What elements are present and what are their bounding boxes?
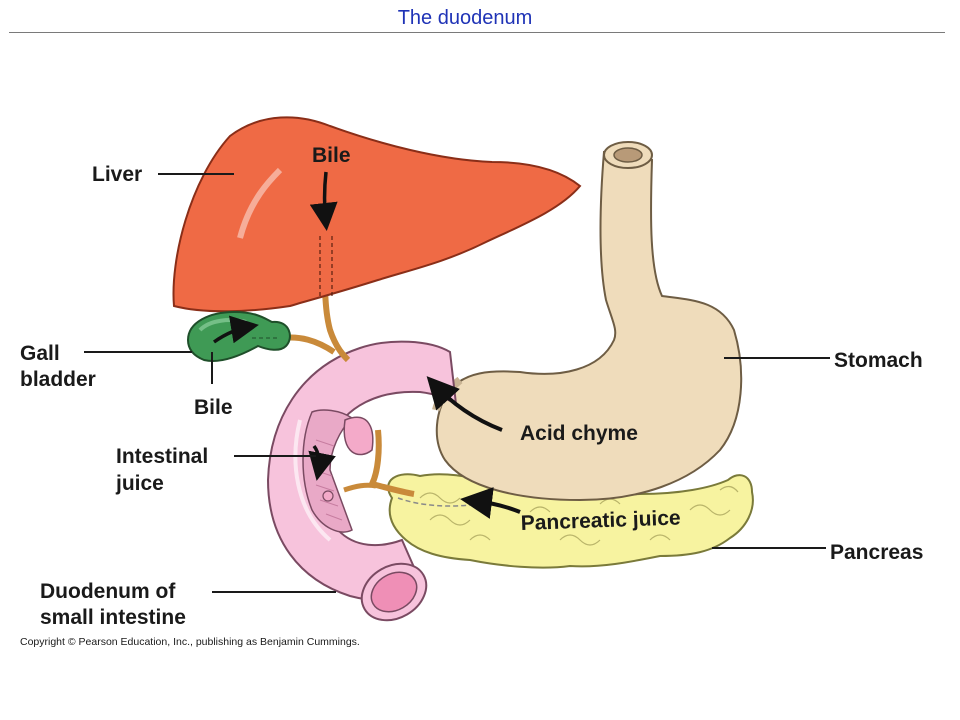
label-duodenum-line1: Duodenum of <box>40 580 176 603</box>
label-duodenum-line2: small intestine <box>40 606 186 629</box>
acid-chyme-arrow <box>426 376 503 432</box>
label-gall-bladder-line2: bladder <box>20 368 96 391</box>
liver-organ <box>172 116 582 313</box>
label-liver: Liver <box>92 163 142 186</box>
label-bile-top: Bile <box>312 144 351 167</box>
pancreatic-juice-arrow <box>460 487 521 519</box>
label-intestinal-juice-line1: Intestinal <box>116 445 208 468</box>
intestinal-juice-arrow <box>308 444 336 481</box>
title-divider <box>9 32 945 33</box>
duodenum-organ <box>266 340 458 622</box>
flow-arrows <box>212 171 521 519</box>
label-intestinal-juice-line2: juice <box>115 472 164 495</box>
label-pancreatic-juice: Pancreatic juice <box>520 506 681 535</box>
bile-arrow-gallbladder <box>212 315 259 344</box>
gall-bladder-organ <box>186 310 291 362</box>
label-pancreas: Pancreas <box>830 541 923 564</box>
leader-lines <box>84 173 830 593</box>
bile-arrow-down <box>309 171 338 231</box>
label-bile-bottom: Bile <box>194 396 233 419</box>
slide-title: The duodenum <box>397 7 533 29</box>
copyright-notice: Copyright © Pearson Education, Inc., pub… <box>20 636 360 648</box>
label-acid-chyme: Acid chyme <box>520 422 638 445</box>
label-gall-bladder-line1: Gall <box>20 342 60 365</box>
label-stomach: Stomach <box>834 349 923 372</box>
